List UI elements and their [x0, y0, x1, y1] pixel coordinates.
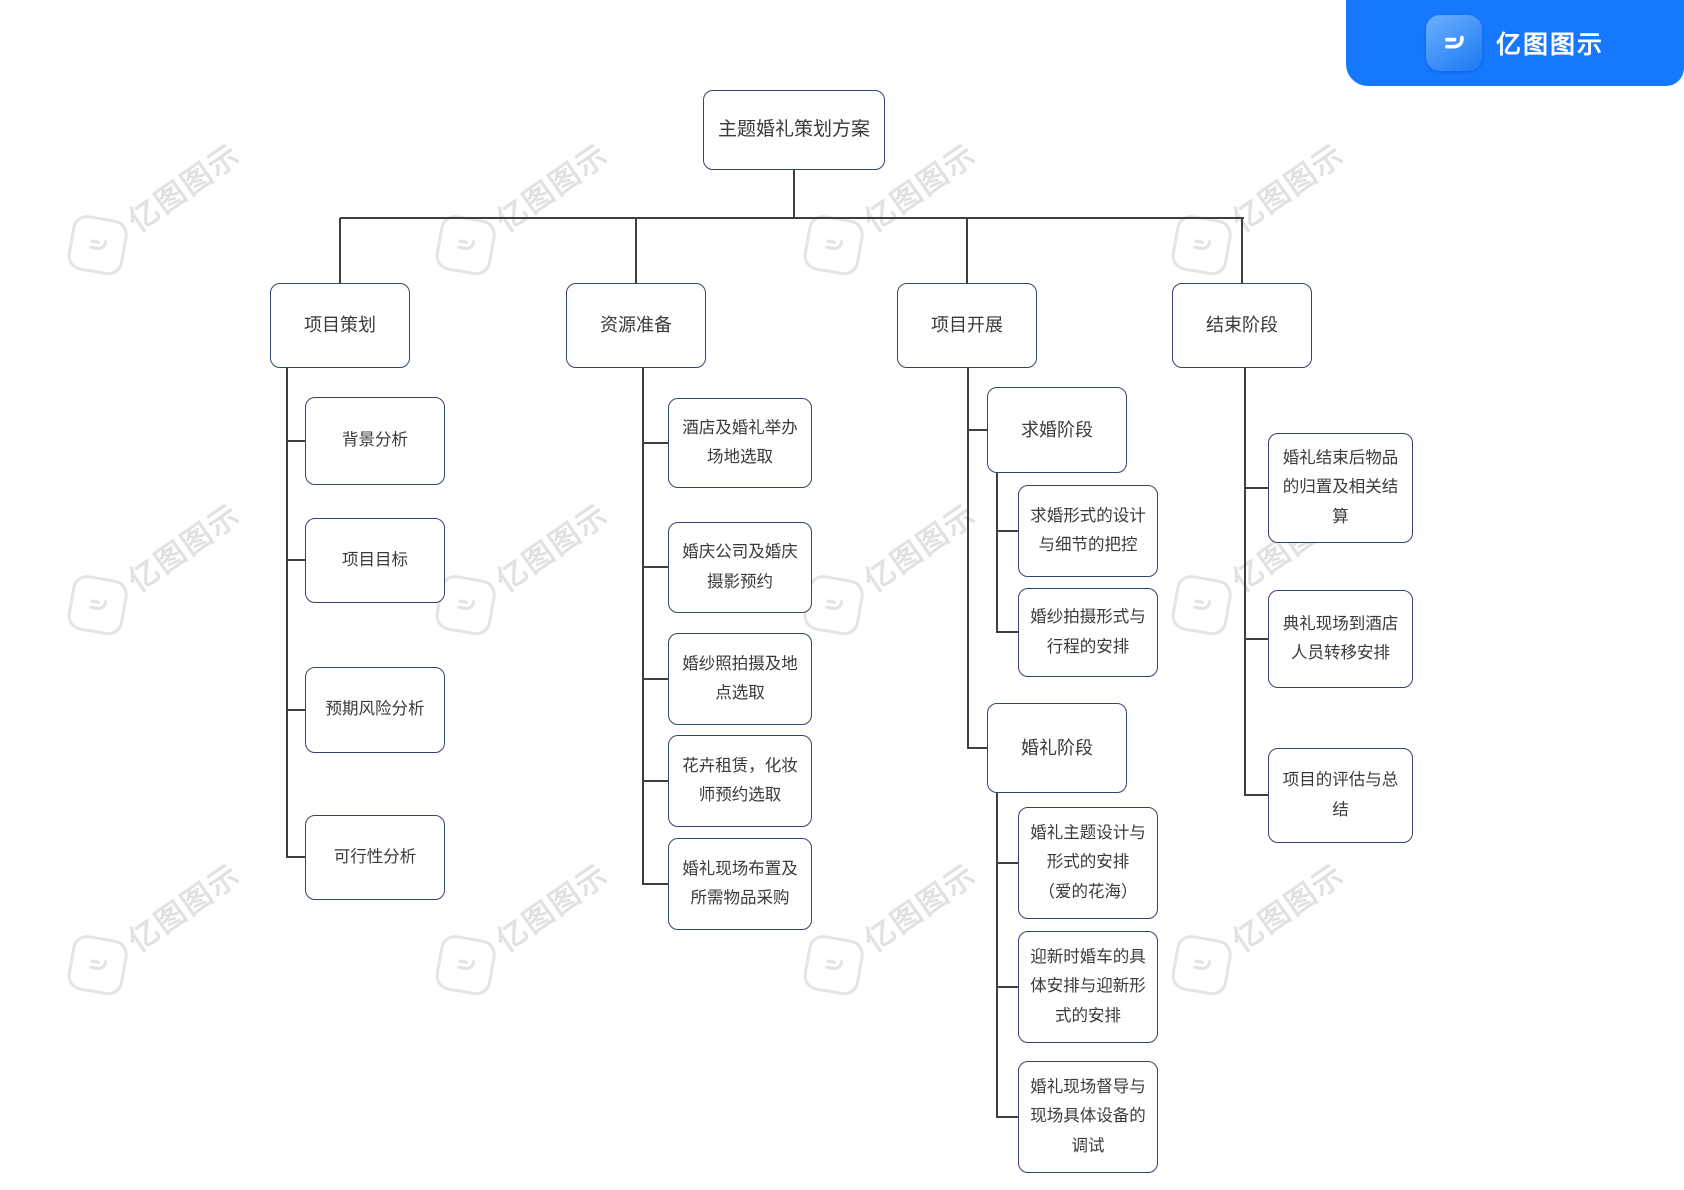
connector-segment — [1241, 218, 1243, 284]
edraw-logo-icon — [1425, 15, 1482, 71]
connector-segment — [643, 566, 668, 568]
watermark: 亿图图示 — [59, 486, 252, 644]
watermark-logo-icon — [65, 932, 131, 998]
watermark-text: 亿图图示 — [490, 138, 615, 239]
watermark-text: 亿图图示 — [122, 138, 247, 239]
connector-segment — [997, 1116, 1018, 1118]
connector-segment — [968, 747, 987, 749]
connector-segment — [1245, 794, 1268, 796]
node-project-goals[interactable]: 项目目标 — [305, 518, 445, 603]
node-post-wedding-settlement[interactable]: 婚礼结束后物品 的归置及相关结 算 — [1268, 433, 1413, 543]
connector-segment — [997, 862, 1018, 864]
node-photo-shoot-location[interactable]: 婚纱照拍摄及地 点选取 — [668, 633, 812, 725]
node-wedding-stage[interactable]: 婚礼阶段 — [987, 703, 1127, 793]
connector-segment — [996, 793, 998, 1118]
watermark-text: 亿图图示 — [858, 498, 983, 599]
watermark: 亿图图示 — [795, 846, 988, 1004]
connector-segment — [968, 429, 987, 431]
connector-segment — [340, 217, 1244, 219]
connector-segment — [997, 530, 1018, 532]
watermark: 亿图图示 — [59, 126, 252, 284]
node-root[interactable]: 主题婚礼策划方案 — [703, 90, 885, 170]
node-onsite-supervision[interactable]: 婚礼现场督导与 现场具体设备的 调试 — [1018, 1061, 1158, 1173]
connector-segment — [287, 856, 305, 858]
connector-segment — [793, 170, 795, 218]
connector-segment — [339, 218, 341, 284]
node-proposal-stage[interactable]: 求婚阶段 — [987, 387, 1127, 473]
watermark-logo-icon — [433, 212, 499, 278]
node-closing-stage[interactable]: 结束阶段 — [1172, 283, 1312, 368]
watermark-text: 亿图图示 — [122, 858, 247, 959]
connector-segment — [1245, 638, 1268, 640]
node-background-analysis[interactable]: 背景分析 — [305, 397, 445, 485]
node-venue-selection[interactable]: 酒店及婚礼举办 场地选取 — [668, 398, 812, 488]
watermark-logo-icon — [433, 932, 499, 998]
watermark-logo-icon — [65, 572, 131, 638]
connector-segment — [635, 218, 637, 284]
brand-name: 亿图图示 — [1495, 31, 1604, 59]
connector-segment — [642, 368, 644, 885]
node-expected-risk-analysis[interactable]: 预期风险分析 — [305, 667, 445, 753]
connector-segment — [643, 442, 668, 444]
node-feasibility-analysis[interactable]: 可行性分析 — [305, 815, 445, 900]
node-theme-design[interactable]: 婚礼主题设计与 形式的安排 （爱的花海） — [1018, 807, 1158, 919]
node-personnel-transfer[interactable]: 典礼现场到酒店 人员转移安排 — [1268, 590, 1413, 688]
connector-segment — [286, 368, 288, 858]
watermark: 亿图图示 — [427, 486, 620, 644]
connector-segment — [287, 559, 305, 561]
watermark: 亿图图示 — [1163, 846, 1356, 1004]
connector-segment — [997, 986, 1018, 988]
connector-segment — [287, 709, 305, 711]
watermark: 亿图图示 — [1163, 126, 1356, 284]
node-resource-preparation[interactable]: 资源准备 — [566, 283, 706, 368]
watermark: 亿图图示 — [427, 126, 620, 284]
connector-segment — [996, 473, 998, 633]
node-wedding-company-booking[interactable]: 婚庆公司及婚庆 摄影预约 — [668, 522, 812, 613]
node-project-planning[interactable]: 项目策划 — [270, 283, 410, 368]
watermark: 亿图图示 — [59, 846, 252, 1004]
node-flower-makeup-booking[interactable]: 花卉租赁，化妆 师预约选取 — [668, 735, 812, 827]
watermark-logo-icon — [65, 212, 131, 278]
watermark: 亿图图示 — [427, 846, 620, 1004]
watermark: 亿图图示 — [795, 486, 988, 644]
node-project-execution[interactable]: 项目开展 — [897, 283, 1037, 368]
watermark-text: 亿图图示 — [490, 858, 615, 959]
watermark-logo-icon — [1169, 212, 1235, 278]
node-wedding-car[interactable]: 迎新时婚车的具 体安排与迎新形 式的安排 — [1018, 931, 1158, 1043]
watermark-logo-icon — [801, 212, 867, 278]
node-venue-setup-procurement[interactable]: 婚礼现场布置及 所需物品采购 — [668, 838, 812, 930]
connector-segment — [643, 678, 668, 680]
watermark-logo-icon — [1169, 572, 1235, 638]
node-proposal-design[interactable]: 求婚形式的设计 与细节的把控 — [1018, 485, 1158, 577]
watermark-logo-icon — [1169, 932, 1235, 998]
node-photo-schedule[interactable]: 婚纱拍摄形式与 行程的安排 — [1018, 588, 1158, 677]
watermark-text: 亿图图示 — [122, 498, 247, 599]
watermark-text: 亿图图示 — [1226, 858, 1351, 959]
connector-segment — [967, 368, 969, 749]
watermark-text: 亿图图示 — [858, 858, 983, 959]
watermark-logo-icon — [801, 932, 867, 998]
brand-banner[interactable]: 亿图图示 — [1346, 0, 1684, 86]
connector-segment — [1245, 487, 1268, 489]
connector-segment — [287, 440, 305, 442]
connector-segment — [966, 218, 968, 284]
connector-segment — [997, 631, 1018, 633]
connector-segment — [1244, 368, 1246, 796]
connector-segment — [643, 780, 668, 782]
node-evaluation-summary[interactable]: 项目的评估与总 结 — [1268, 748, 1413, 843]
watermark-text: 亿图图示 — [490, 498, 615, 599]
connector-segment — [643, 883, 668, 885]
